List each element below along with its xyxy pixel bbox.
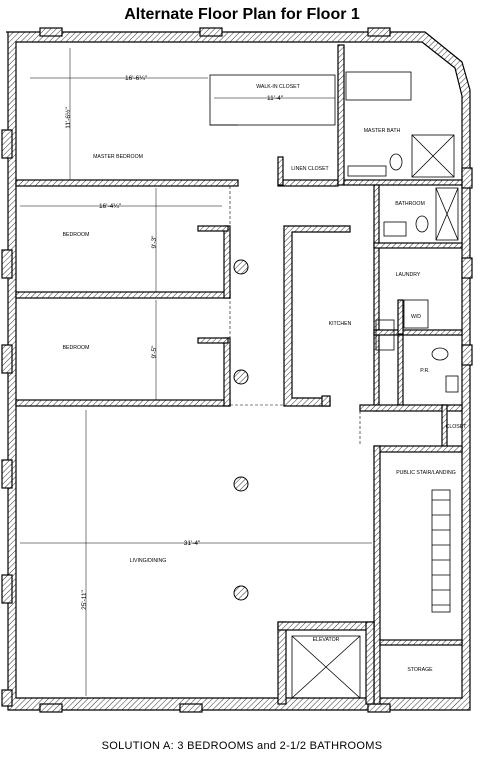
wall-wd — [397, 299, 404, 335]
dim-bedroom2-depth: 9'-5" — [151, 345, 158, 359]
sink — [445, 375, 459, 393]
walk-in-closet-outline — [209, 74, 336, 126]
wall-master-bottom — [15, 179, 239, 187]
closet-top — [197, 225, 229, 232]
window-notch — [39, 27, 63, 37]
window-notch — [1, 249, 13, 279]
wall-storage-top — [379, 639, 463, 646]
dim-living-depth: 25'-11" — [81, 589, 88, 609]
counter-end — [321, 395, 331, 407]
wall-linen-bottom — [277, 179, 339, 187]
wall-linen-left — [277, 156, 284, 186]
interior-walls — [15, 44, 463, 705]
wall-stair-top — [373, 445, 463, 453]
wall-elevator-right — [365, 621, 375, 705]
dimension-lines — [20, 48, 372, 696]
shower — [435, 187, 459, 241]
wall-bed1-closet — [223, 225, 231, 299]
wall-elevator-left — [277, 621, 287, 705]
page-title: Alternate Floor Plan for Floor 1 — [124, 6, 360, 23]
wall-bath2-bottom — [373, 242, 463, 249]
label-elevator: ELEVATOR — [313, 637, 340, 643]
window-notch — [367, 703, 391, 713]
window-notch — [39, 703, 63, 713]
column — [233, 259, 249, 275]
label-master-bath: MASTER BATH — [364, 128, 401, 134]
wall-pr-left — [397, 334, 404, 406]
label-wd: W/D — [411, 314, 421, 320]
wall-bath-left — [337, 44, 345, 186]
label-living-dining: LIVING/DINING — [130, 558, 167, 564]
bathtub — [345, 71, 412, 101]
label-closet: CLOSET — [446, 424, 468, 430]
label-walk-in-closet: WALK-IN CLOSET — [256, 84, 300, 90]
label-storage: STORAGE — [407, 667, 433, 673]
dimension-labels: 16'-6¼" 11'-6½" 11'-4" 16'-4¼" 9'-3" 9'-… — [64, 75, 284, 610]
window-notch — [1, 689, 13, 707]
dim-living-width: 31'-4" — [184, 540, 201, 547]
column — [233, 369, 249, 385]
label-kitchen: KITCHEN — [329, 321, 352, 327]
fixtures — [16, 71, 459, 699]
kitchen-sink — [375, 319, 395, 351]
elevator-car — [291, 635, 361, 699]
wall-laundry-bottom — [373, 329, 463, 336]
label-bathroom: BATHROOM — [395, 201, 425, 207]
room-labels: MASTER BEDROOM WALK-IN CLOSET MASTER BAT… — [63, 84, 468, 673]
dim-bedroom1-width: 16'-4¼" — [99, 203, 122, 210]
washer-dryer — [403, 299, 429, 329]
stair — [431, 489, 451, 613]
wall-bed2-bottom — [15, 399, 231, 407]
window-notch — [461, 167, 473, 189]
closet-top — [197, 337, 229, 344]
wall-core-left — [373, 184, 380, 412]
column — [233, 585, 249, 601]
label-bedroom-2: BEDROOM — [63, 345, 90, 351]
window-notch — [1, 129, 13, 159]
wall-stair-left — [373, 445, 381, 705]
dim-master-width: 16'-6¼" — [125, 75, 148, 82]
toilet — [415, 215, 429, 233]
wall-bed2-closet — [223, 337, 231, 407]
column — [233, 476, 249, 492]
label-bedroom-1: BEDROOM — [63, 232, 90, 238]
window-notch — [1, 459, 13, 489]
wall-elevator-top — [277, 621, 375, 631]
label-pr: P.R. — [420, 368, 429, 374]
toilet — [389, 153, 403, 171]
window-notch — [199, 27, 223, 37]
dim-closet-width: 11'-4" — [267, 95, 284, 102]
label-public-stair: PUBLIC STAIR/LANDING — [396, 470, 456, 476]
window-notch — [367, 27, 391, 37]
shower — [411, 134, 455, 178]
label-laundry: LAUNDRY — [396, 272, 421, 278]
label-master-bedroom: MASTER BEDROOM — [93, 154, 143, 160]
window-notch — [461, 344, 473, 366]
window-notch — [179, 703, 203, 713]
sink — [383, 221, 407, 237]
label-linen-closet: LINEN CLOSET — [291, 166, 329, 172]
dim-master-depth: 11'-6½" — [64, 107, 72, 129]
window-notch — [1, 574, 13, 604]
dim-bedroom1-depth: 9'-3" — [151, 235, 158, 249]
kitchen-counter — [283, 225, 351, 407]
vanity — [347, 165, 387, 177]
wall-bath-bottom — [343, 179, 463, 186]
window-notch — [1, 344, 13, 374]
window-notch — [461, 257, 473, 279]
plan-caption: SOLUTION A: 3 BEDROOMS and 2-1/2 BATHROO… — [101, 740, 383, 752]
toilet — [431, 347, 449, 361]
exterior-walls — [1, 27, 473, 713]
wall-bed1-bottom — [15, 291, 231, 299]
